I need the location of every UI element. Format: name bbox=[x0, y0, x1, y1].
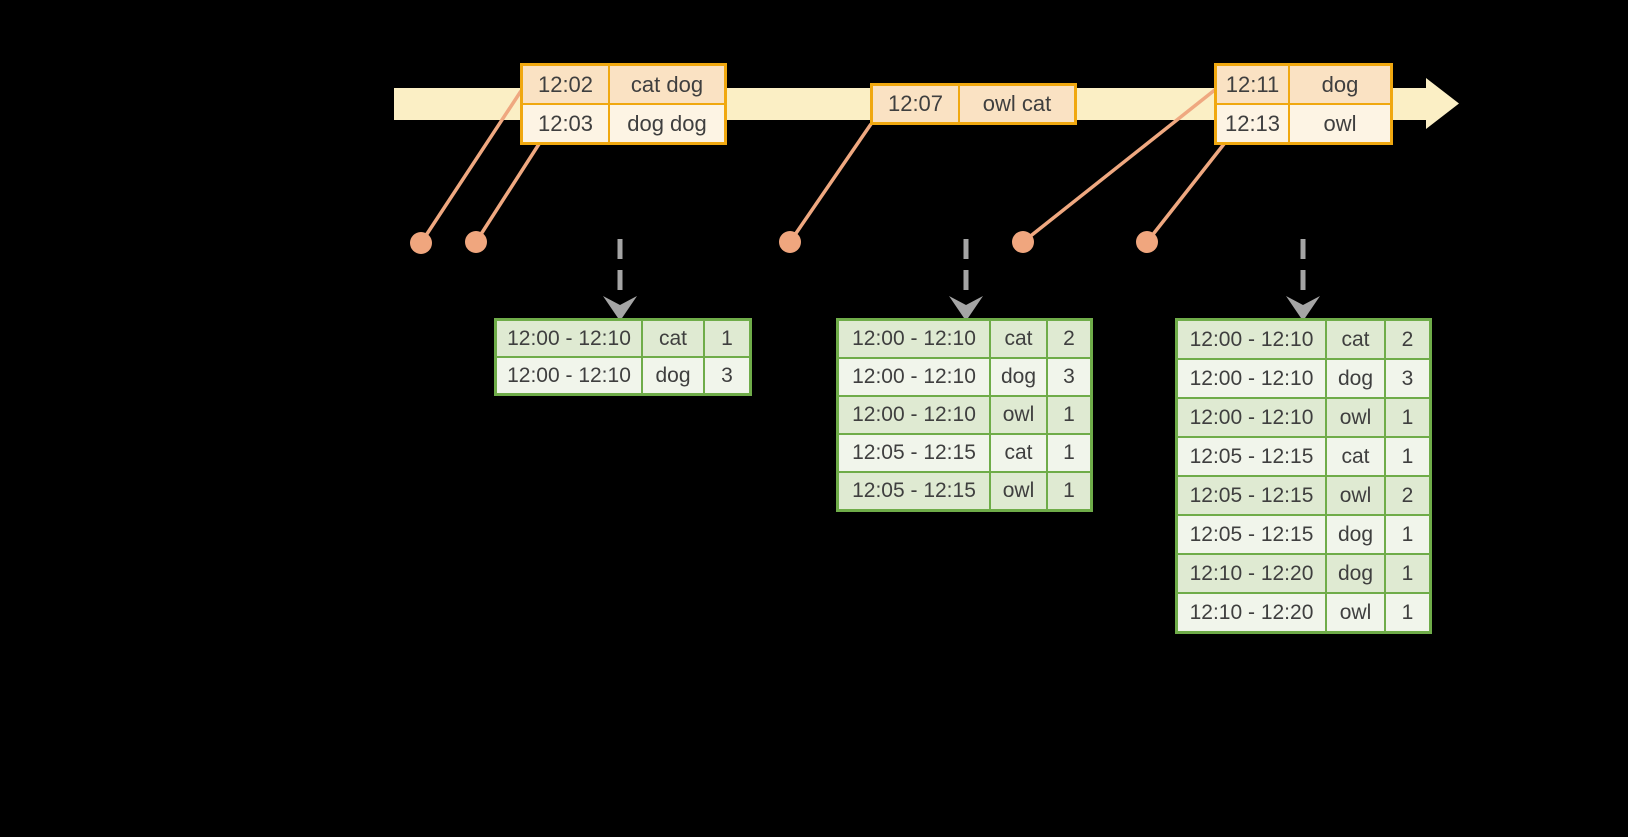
event-time: 12:07 bbox=[873, 86, 958, 122]
window-key: owl bbox=[991, 397, 1046, 433]
event-time: 12:03 bbox=[523, 105, 608, 142]
event-dot bbox=[1136, 231, 1158, 253]
window-range: 12:00 - 12:10 bbox=[497, 358, 641, 393]
window-range: 12:05 - 12:15 bbox=[1178, 438, 1325, 475]
window-count: 1 bbox=[705, 321, 749, 356]
emit-arrow-icon bbox=[1286, 239, 1320, 321]
window-key: owl bbox=[1327, 399, 1384, 436]
window-key: cat bbox=[991, 435, 1046, 471]
window-range: 12:00 - 12:10 bbox=[839, 321, 989, 357]
window-range: 12:05 - 12:15 bbox=[1178, 477, 1325, 514]
window-key: owl bbox=[991, 473, 1046, 509]
window-key: dog bbox=[643, 358, 703, 393]
event-words: owl cat bbox=[960, 86, 1074, 122]
event-time: 12:13 bbox=[1217, 105, 1288, 142]
window-range: 12:00 - 12:10 bbox=[839, 397, 989, 433]
window-count: 1 bbox=[1048, 397, 1090, 433]
window-range: 12:00 - 12:10 bbox=[839, 359, 989, 395]
window-range: 12:00 - 12:10 bbox=[1178, 360, 1325, 397]
window-key: dog bbox=[1327, 360, 1384, 397]
window-range: 12:10 - 12:20 bbox=[1178, 594, 1325, 631]
window-key: dog bbox=[1327, 555, 1384, 592]
window-count: 3 bbox=[1048, 359, 1090, 395]
event-connector-line bbox=[788, 123, 873, 243]
window-count: 1 bbox=[1386, 594, 1429, 631]
window-range: 12:00 - 12:10 bbox=[1178, 321, 1325, 358]
window-key: dog bbox=[991, 359, 1046, 395]
timeline-arrowhead-icon bbox=[1426, 78, 1459, 129]
window-key: cat bbox=[1327, 321, 1384, 358]
window-count: 2 bbox=[1048, 321, 1090, 357]
window-count: 1 bbox=[1048, 435, 1090, 471]
window-key: cat bbox=[991, 321, 1046, 357]
window-key: cat bbox=[643, 321, 703, 356]
window-key: owl bbox=[1327, 477, 1384, 514]
event-table-3: 12:11 dog 12:13 owl bbox=[1214, 63, 1393, 145]
window-count: 1 bbox=[1386, 516, 1429, 553]
event-connector-line bbox=[1021, 87, 1218, 244]
event-table-1: 12:02 cat dog 12:03 dog dog bbox=[520, 63, 727, 145]
window-range: 12:05 - 12:15 bbox=[839, 435, 989, 471]
emit-arrow-icon bbox=[949, 239, 983, 321]
event-words: cat dog bbox=[610, 66, 724, 103]
event-table-2: 12:07 owl cat bbox=[870, 83, 1077, 125]
window-range: 12:05 - 12:15 bbox=[839, 473, 989, 509]
window-range: 12:05 - 12:15 bbox=[1178, 516, 1325, 553]
event-dot bbox=[1012, 231, 1034, 253]
window-count: 3 bbox=[1386, 360, 1429, 397]
event-dot bbox=[779, 231, 801, 253]
result-table-2: 12:00 - 12:10 cat 2 12:00 - 12:10 dog 3 … bbox=[836, 318, 1093, 512]
event-words: dog bbox=[1290, 66, 1390, 103]
window-range: 12:00 - 12:10 bbox=[497, 321, 641, 356]
event-connector-line bbox=[474, 143, 541, 243]
window-key: dog bbox=[1327, 516, 1384, 553]
window-count: 1 bbox=[1386, 399, 1429, 436]
event-time: 12:11 bbox=[1217, 66, 1288, 103]
window-count: 2 bbox=[1386, 321, 1429, 358]
window-count: 1 bbox=[1386, 555, 1429, 592]
emit-arrow-icon bbox=[603, 239, 637, 321]
event-connector-line bbox=[419, 90, 523, 244]
window-range: 12:00 - 12:10 bbox=[1178, 399, 1325, 436]
window-range: 12:10 - 12:20 bbox=[1178, 555, 1325, 592]
window-count: 2 bbox=[1386, 477, 1429, 514]
result-table-1: 12:00 - 12:10 cat 1 12:00 - 12:10 dog 3 bbox=[494, 318, 752, 396]
window-key: cat bbox=[1327, 438, 1384, 475]
window-key: owl bbox=[1327, 594, 1384, 631]
result-table-3: 12:00 - 12:10 cat 2 12:00 - 12:10 dog 3 … bbox=[1175, 318, 1432, 634]
event-words: owl bbox=[1290, 105, 1390, 142]
event-words: dog dog bbox=[610, 105, 724, 142]
window-count: 1 bbox=[1048, 473, 1090, 509]
window-count: 3 bbox=[705, 358, 749, 393]
event-time: 12:02 bbox=[523, 66, 608, 103]
event-dot bbox=[410, 232, 432, 254]
event-dot bbox=[465, 231, 487, 253]
event-connector-line bbox=[1145, 142, 1226, 244]
window-count: 1 bbox=[1386, 438, 1429, 475]
